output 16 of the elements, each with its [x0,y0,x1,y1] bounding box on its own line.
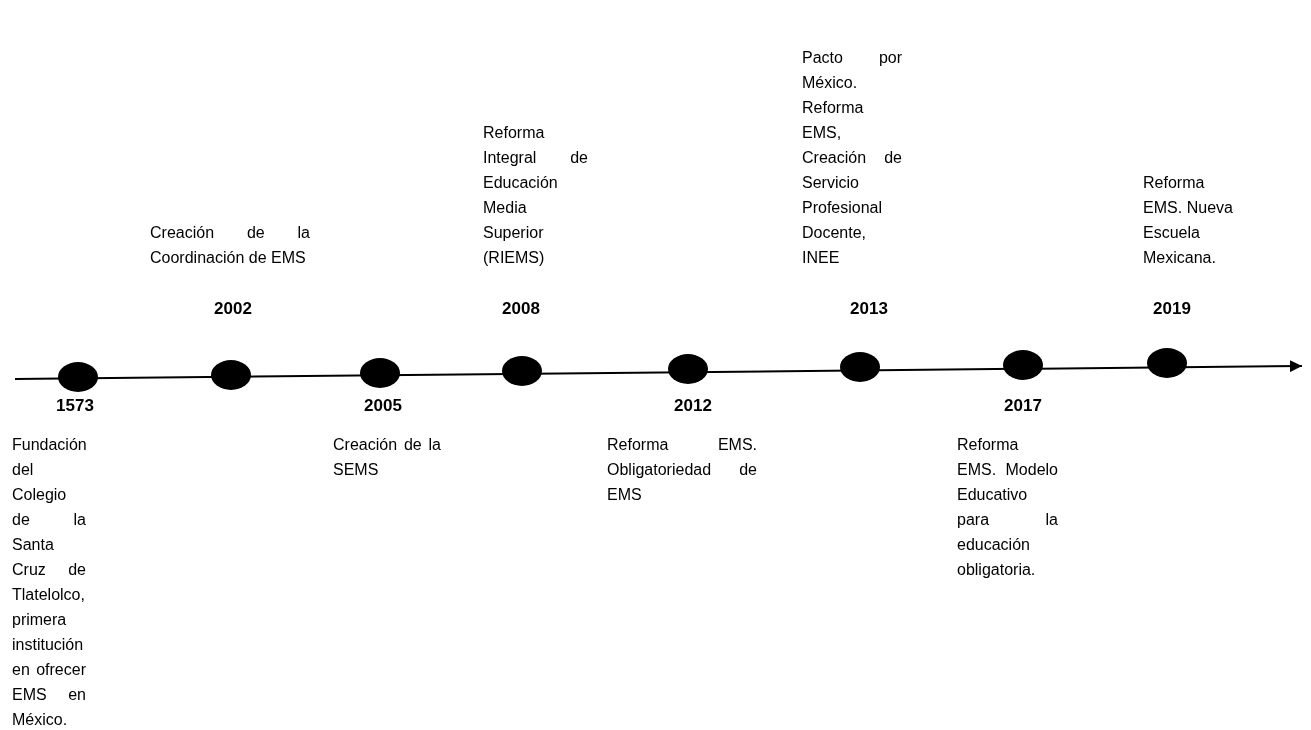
year-label: 2002 [214,299,252,319]
event-description: Reforma EMS. Obligatoriedad de EMS [607,435,757,505]
year-label: 2019 [1153,299,1191,319]
year-label: 1573 [56,396,94,416]
year-label: 2005 [364,396,402,416]
event-description: Creación de la Coordinación de EMS [150,223,310,268]
event-description: Fundación del Colegio de la Santa Cruz de Tlatelolco, primera institución en ofrecer EMS en México. [12,435,86,730]
event-description: Reforma EMS. Modelo Educativo para la educación obligatoria. [957,435,1058,580]
event-description: Pacto por México. Reforma EMS, Creación de Servicio Profesional Docente, INEE [802,48,902,268]
event-description: Creación de la SEMS [333,435,441,480]
event-description: Reforma EMS. Nueva Escuela Mexicana. [1143,173,1233,268]
year-label: 2012 [674,396,712,416]
year-label: 2017 [1004,396,1042,416]
year-label: 2008 [502,299,540,319]
event-description: Reforma Integral de Educación Media Superior (RIEMS) [483,123,588,268]
year-label: 2013 [850,299,888,319]
